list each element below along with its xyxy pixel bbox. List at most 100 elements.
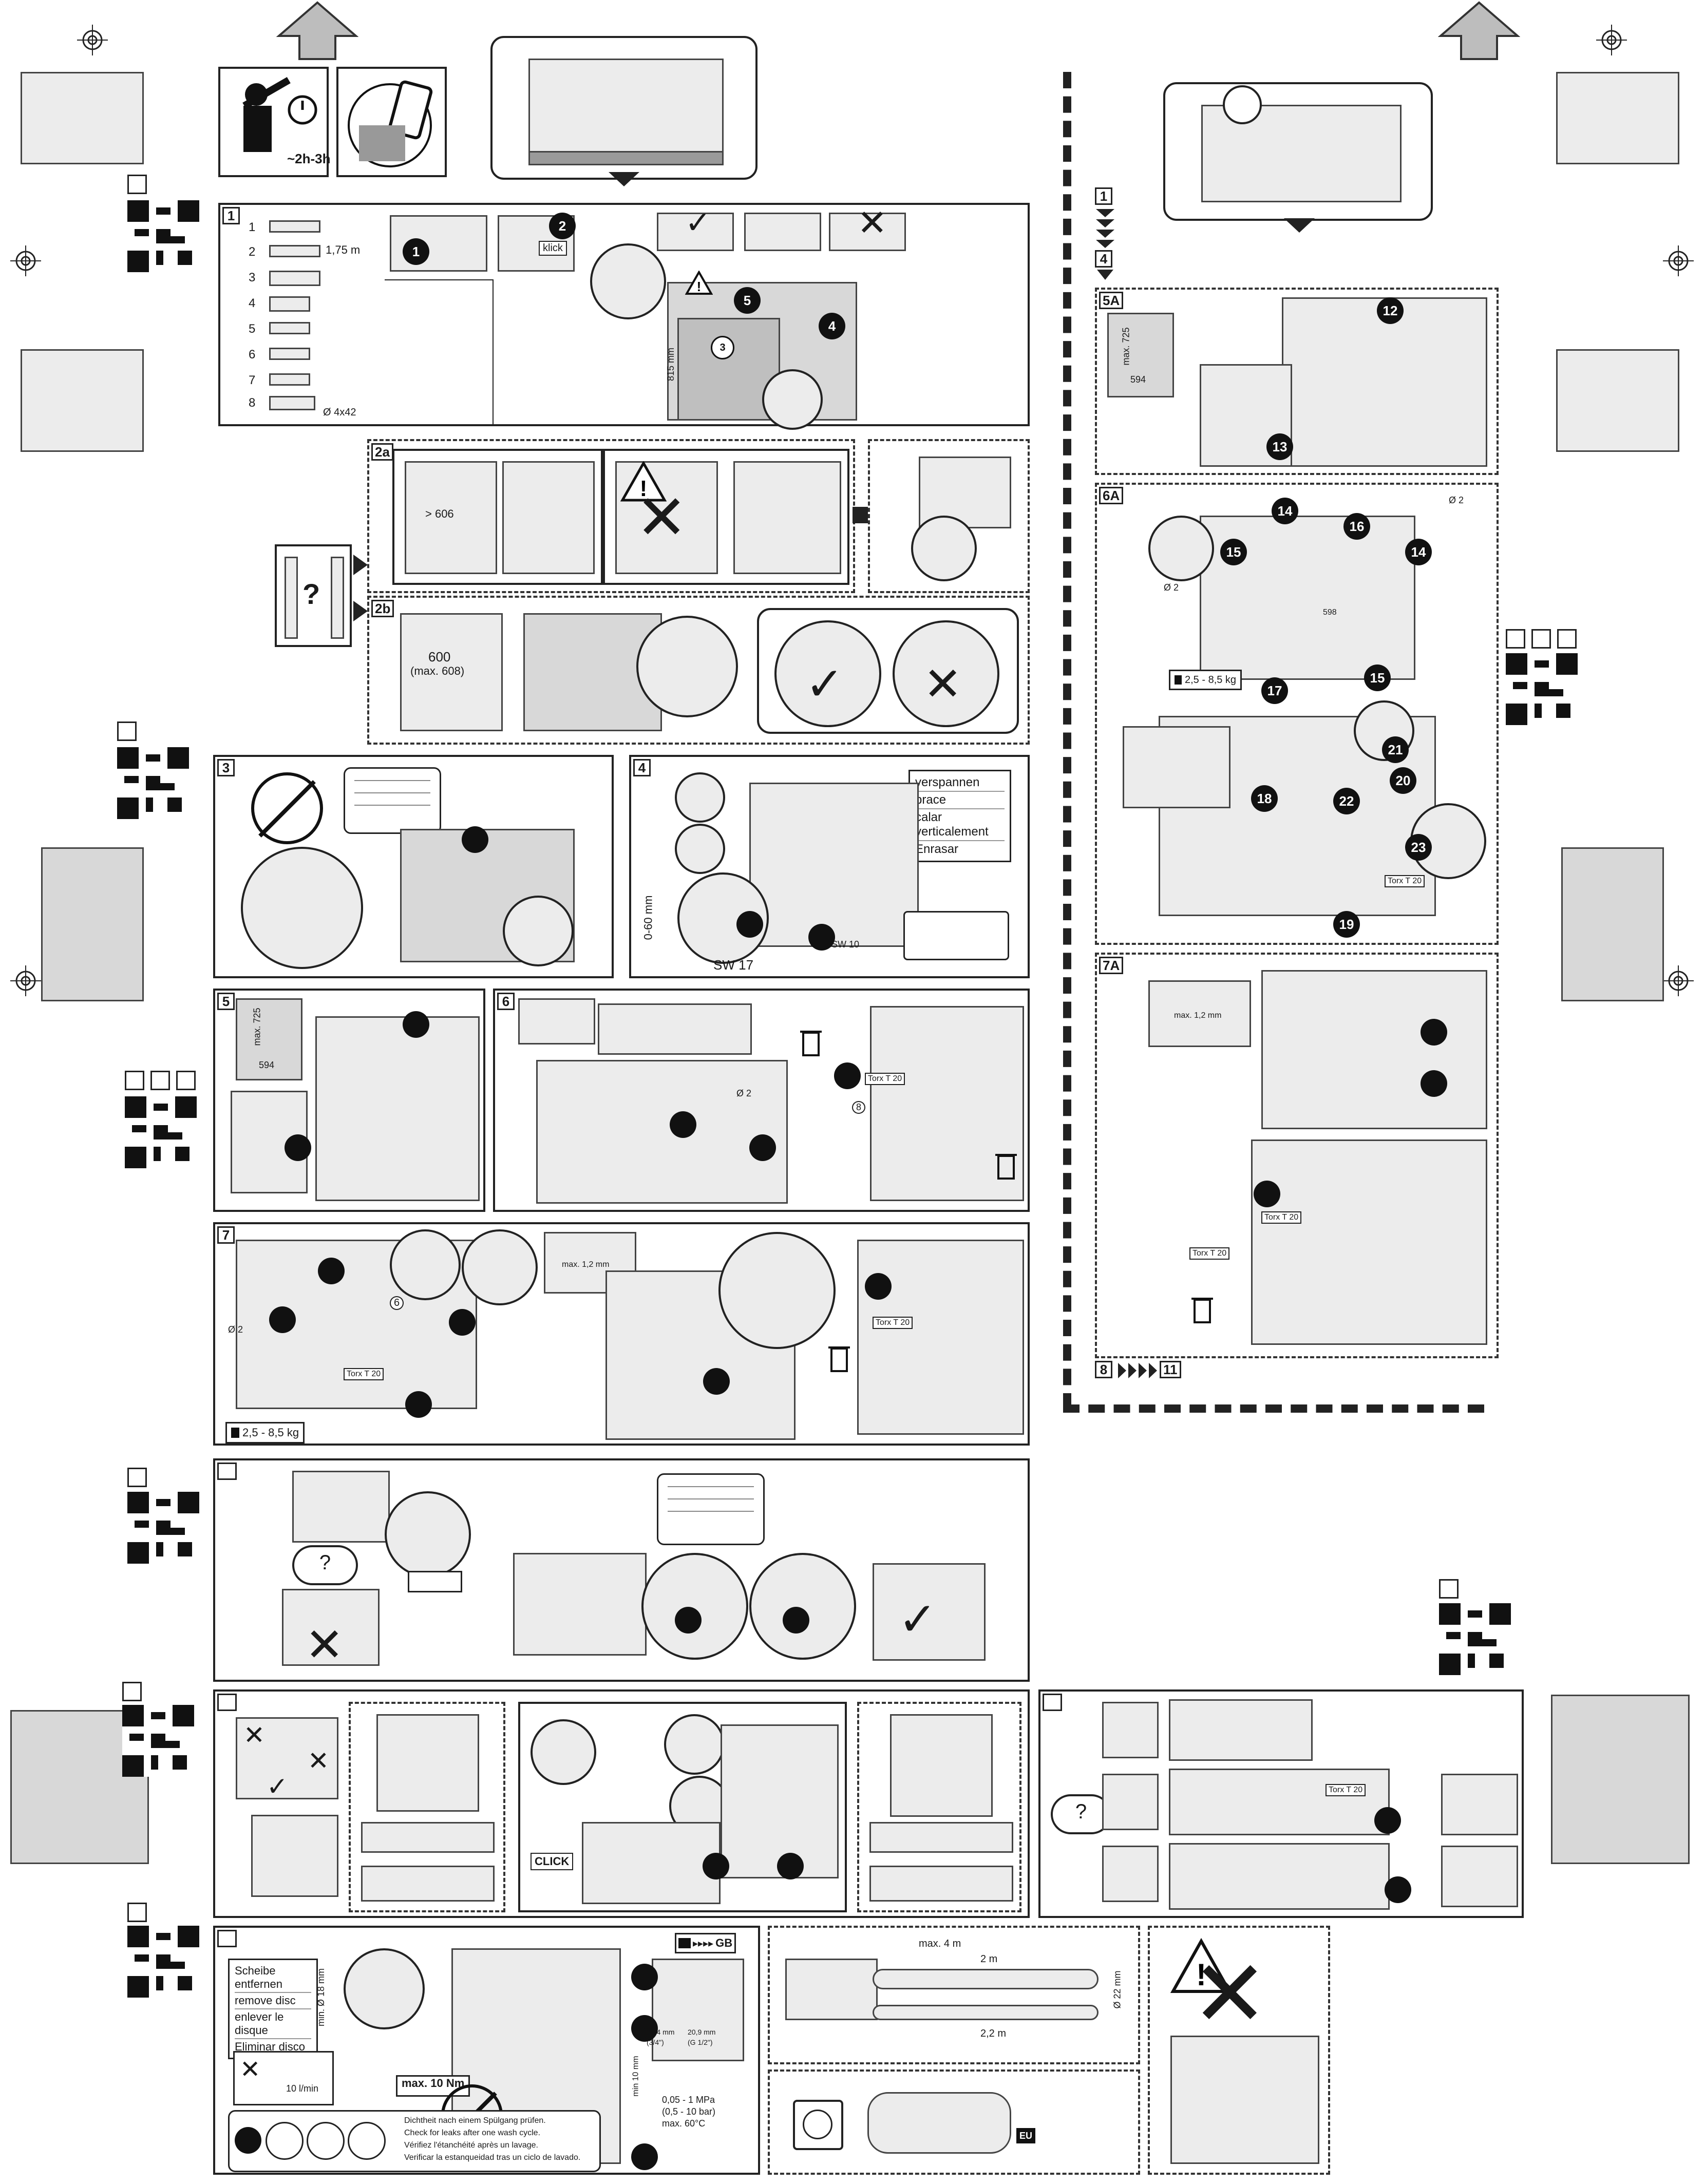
torx-label: Torx T 20 <box>865 1073 905 1085</box>
magnifier-detail <box>664 1714 725 1775</box>
drain-hose-view <box>785 1959 878 2020</box>
checkbox-language[interactable] <box>1557 629 1577 649</box>
screw-size-label: Ø 4x42 <box>323 407 356 418</box>
magnifier-detail <box>590 243 666 319</box>
door-adjust-subpanel <box>349 1702 505 1912</box>
checkbox-language[interactable] <box>125 1071 144 1090</box>
drill-illustration-right <box>1561 847 1664 1001</box>
callout-black <box>865 1273 892 1300</box>
torx-label: Torx T 20 <box>1385 875 1425 887</box>
callout-23: 23 <box>1405 834 1432 861</box>
callout-black <box>1254 1181 1280 1207</box>
step-2a-detail-panel <box>868 439 1030 593</box>
callout-black <box>462 826 488 853</box>
max-temp-label: max. 60°C <box>662 2118 706 2129</box>
qr-code-icon[interactable] <box>1506 653 1578 725</box>
callout-black <box>631 1964 658 1990</box>
thread-label-2: 20,9 mm <box>688 2028 716 2036</box>
step-number: 3 <box>217 759 235 776</box>
qr-code-icon[interactable] <box>127 200 199 272</box>
qr-code-icon[interactable] <box>1439 1603 1511 1675</box>
cross-mark-icon: ✕ <box>240 2056 261 2083</box>
note-blank-box <box>657 1473 765 1545</box>
up-arrow-icon-right <box>1438 1 1520 60</box>
down-arrow-icon <box>1097 270 1113 280</box>
callout-black <box>834 1062 861 1089</box>
magnifier-detail <box>675 772 725 823</box>
correct-position-view <box>657 213 734 251</box>
chevrons-right-icon <box>1118 1363 1157 1378</box>
qr-code-icon[interactable] <box>117 747 189 819</box>
drilling-template-view <box>536 1060 788 1204</box>
registration-mark-icon <box>1596 25 1627 55</box>
pressure-label: 0,05 - 1 MPa <box>662 2095 715 2105</box>
callout-black <box>631 2143 658 2170</box>
extension-hose-view <box>873 1969 1099 1989</box>
plinth-option-2 <box>1102 1774 1159 1830</box>
magnifier-detail <box>636 616 738 717</box>
parts-list: 1 2 3 4 5 6 7 8 <box>249 215 367 421</box>
min-dia-label: min. Ø 18 mm <box>316 1968 327 2027</box>
qr-code-icon[interactable] <box>127 1926 199 1998</box>
callout-17: 17 <box>1261 677 1288 704</box>
step-9-panel: ✕ ✕ ✓ CLICK <box>213 1689 1030 1918</box>
magnifier-detail <box>344 1948 425 2029</box>
checkbox-language[interactable] <box>150 1071 170 1090</box>
checkbox-language[interactable] <box>127 175 147 194</box>
callout-20: 20 <box>1390 767 1416 794</box>
qr-code-icon[interactable] <box>127 1492 199 1564</box>
checkbox-language[interactable] <box>122 1682 142 1701</box>
min-width-label: > 606 <box>425 507 454 520</box>
torx-label: Torx T 20 <box>1189 1247 1230 1260</box>
callout-15: 15 <box>1364 664 1391 691</box>
cross-mark-icon: ✕ <box>308 1746 329 1775</box>
gap-label: max. 1,2 mm <box>1174 1011 1222 1020</box>
door-dimension-view <box>236 998 302 1080</box>
hose-length-label: 1,75 m <box>326 243 361 256</box>
callout-22: 22 <box>1333 788 1360 814</box>
question-cloud-icon: ? <box>1051 1794 1111 1834</box>
door-panel-view <box>598 1003 752 1055</box>
checkbox-language[interactable] <box>1531 629 1551 649</box>
unpack-illustration <box>390 215 487 272</box>
qr-code-icon[interactable] <box>125 1096 197 1168</box>
thread-in-label-1: (3/4") <box>647 2038 664 2046</box>
callout-1: 1 <box>403 238 429 265</box>
max-height-label: max. 725 <box>252 1008 262 1046</box>
qr-code-icon[interactable] <box>122 1705 194 1777</box>
svg-text:!: ! <box>1196 1958 1206 1992</box>
checkbox-language[interactable] <box>127 1468 147 1487</box>
hinge-adjust-subpanel: CLICK <box>518 1702 847 1912</box>
callout-black <box>783 1607 809 1634</box>
plinth-mount-view-2 <box>1169 1769 1390 1835</box>
step-5a-panel: 5A max. 725 594 12 13 <box>1095 288 1499 475</box>
template-illustration <box>315 1016 480 1201</box>
plinth-option-1 <box>1102 1702 1159 1758</box>
step-number: 4 <box>633 759 651 776</box>
plinth-cut-view-3 <box>1441 1846 1518 1907</box>
nav-step-8: 8 <box>1095 1361 1112 1378</box>
gb-flag-icon <box>678 1938 691 1948</box>
column-divider <box>1063 72 1071 1410</box>
magnifier-detail <box>531 1719 596 1785</box>
cross-mark-icon: ✕ <box>923 659 962 710</box>
registration-mark-icon <box>10 245 41 276</box>
checkbox-language[interactable] <box>176 1071 196 1090</box>
drill-label: Ø 2 <box>1164 582 1179 593</box>
torx-label: Torx T 20 <box>1261 1211 1302 1224</box>
callout-black <box>449 1309 476 1336</box>
checkbox-language[interactable] <box>127 1903 147 1922</box>
wrench-small-label: SW 10 <box>831 939 860 949</box>
region-badge-eu: EU <box>1016 2128 1036 2143</box>
nav-step-11: 11 <box>1160 1361 1181 1378</box>
checkbox-language[interactable] <box>1506 629 1525 649</box>
checkbox-language[interactable] <box>1439 1579 1459 1599</box>
step-number: 6A <box>1099 487 1124 504</box>
checkbox-language[interactable] <box>117 721 137 741</box>
callout-4: 4 <box>819 313 845 339</box>
dia-22-label: Ø 22 mm <box>1112 1970 1123 2009</box>
flow-label: 10 l/min <box>286 2083 319 2094</box>
callout-21: 21 <box>1382 736 1409 763</box>
plinth-option-3 <box>1102 1846 1159 1902</box>
plinth-mount-view-3 <box>1169 1843 1390 1910</box>
